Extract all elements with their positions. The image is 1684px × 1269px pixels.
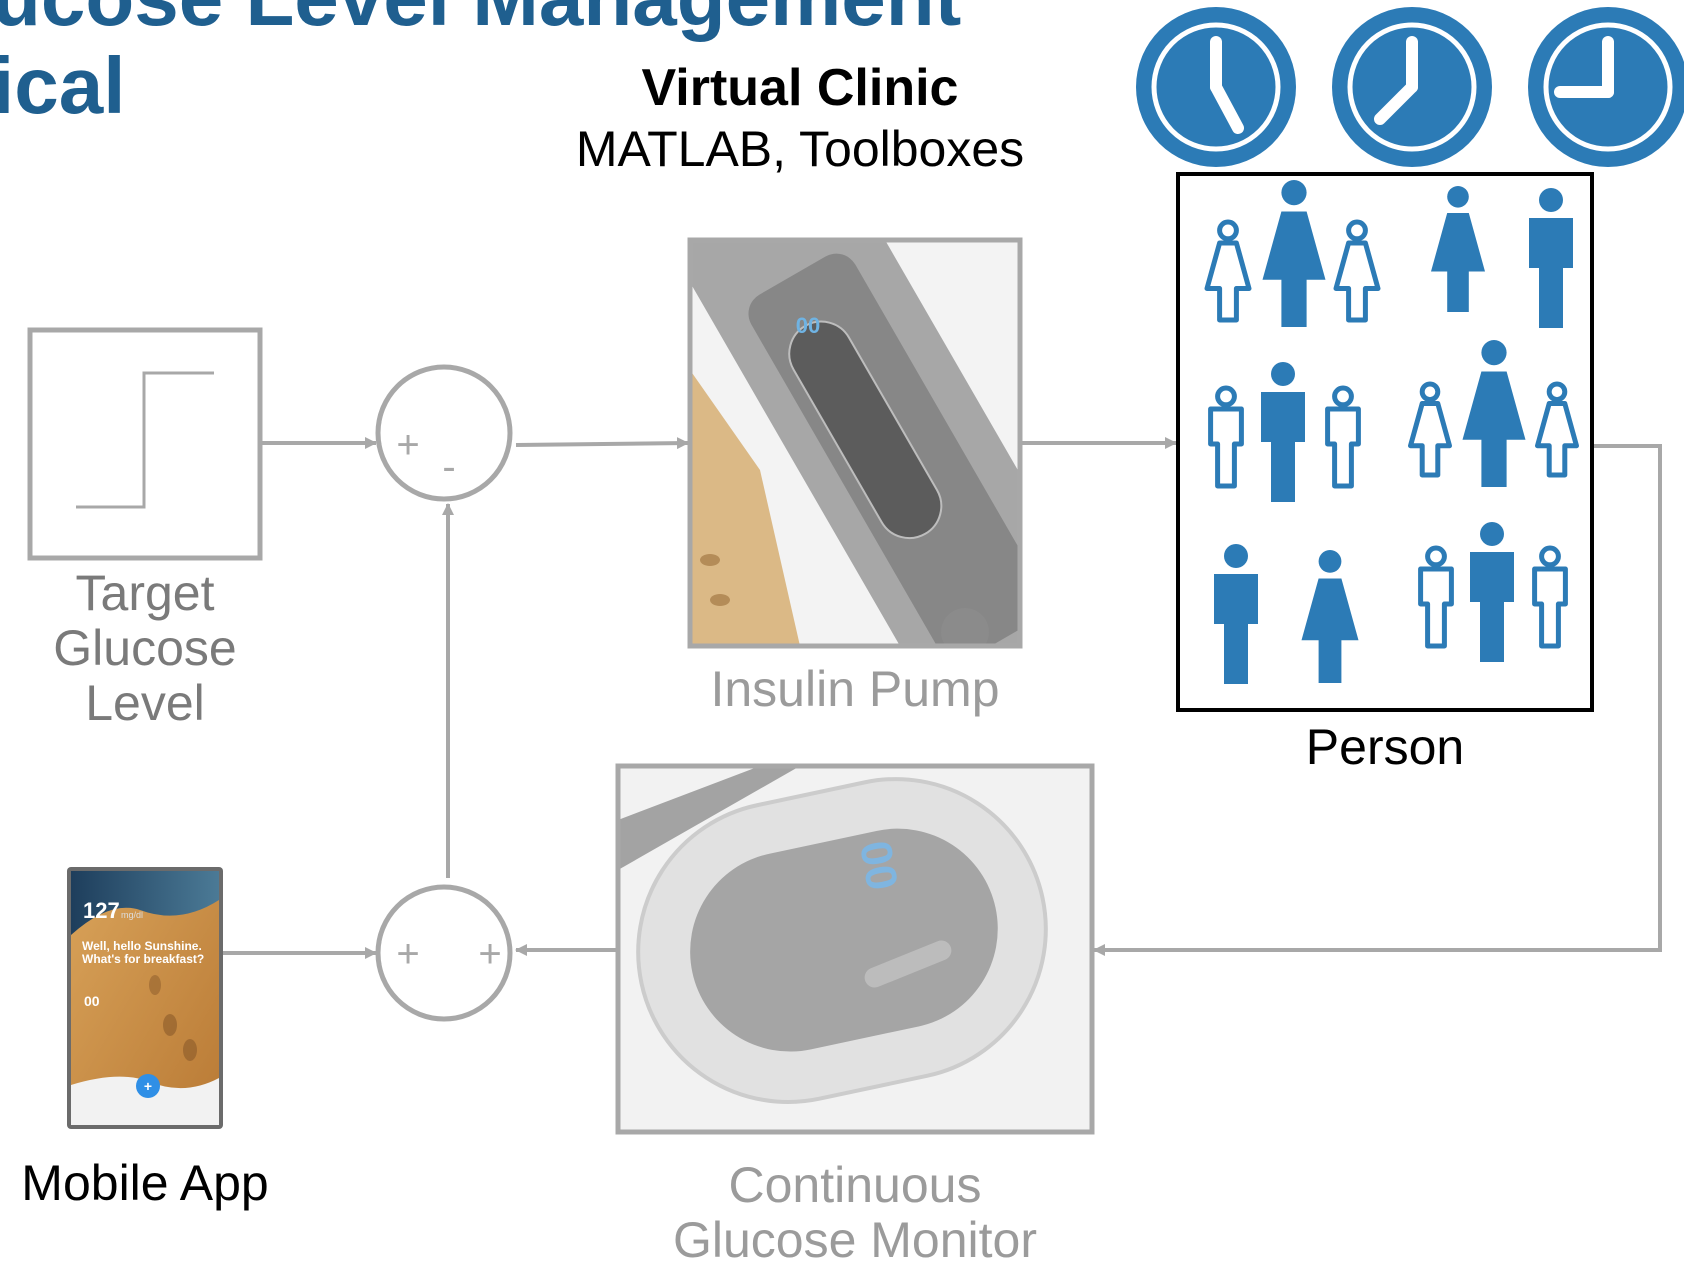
pump-corner-icon: [941, 608, 989, 646]
sum-junction-2-circle: [375, 884, 513, 1022]
cgm-slot-icon: [864, 940, 952, 988]
sum1-to-pump-arrow: [515, 437, 689, 450]
people-icon: [1204, 180, 1579, 684]
add-button-icon[interactable]: [136, 1074, 160, 1098]
male-person-icon: [1214, 544, 1258, 684]
female-person-icon: [1333, 219, 1381, 323]
sum2-right-sign: +: [478, 932, 501, 976]
female-person-icon: [1462, 340, 1526, 487]
female-person-icon: [1301, 550, 1359, 683]
male-person-icon: [1532, 545, 1568, 649]
cgm-label: Continuous Glucose Monitor: [600, 1158, 1110, 1268]
virtual-clinic-heading: Virtual Clinic: [641, 59, 959, 117]
cgm-image-frame: [615, 763, 1095, 1135]
cgm-sensor-icon: [690, 828, 998, 1052]
female-person-icon: [1408, 381, 1452, 478]
sum2-left-sign: +: [396, 932, 419, 976]
pump-image-frame: [687, 237, 1023, 649]
cgm-image: 00: [615, 763, 1095, 1135]
male-person-icon: [1208, 385, 1244, 489]
mobile-app-label: Mobile App: [21, 1155, 269, 1211]
sum1-left-sign: +: [396, 423, 419, 467]
add-button-symbol: +: [144, 1078, 152, 1094]
pump-sand-icon: [690, 370, 800, 646]
step-signal-icon: [76, 371, 214, 509]
target-label-line2: Glucose: [53, 620, 237, 676]
footprint-icon: [710, 594, 730, 606]
mobile-app-phone: 127 mg/dl Well, hello Sunshine. What's f…: [67, 867, 223, 1129]
pump-display-text: 00: [796, 313, 820, 338]
cgm-label-line2: Glucose Monitor: [672, 1212, 1038, 1268]
app-reading-unit: mg/dl: [121, 910, 143, 920]
app-sea-icon: [71, 871, 219, 935]
clock-icon: [1332, 7, 1492, 167]
app-greeting-container: Well, hello Sunshine. What's for breakfa…: [82, 940, 205, 967]
female-person-icon: [1535, 381, 1579, 478]
cgm-dark-strip-icon: [618, 766, 800, 870]
app-greeting-text: Well, hello Sunshine. What's for breakfa…: [82, 940, 205, 967]
footprint-icon: [700, 554, 720, 566]
clock-icon: [1528, 7, 1684, 167]
app-glucose-reading: 127: [83, 898, 120, 923]
person-to-cgm-arrow: [1093, 444, 1662, 956]
cgm-display-text: 00: [850, 837, 907, 894]
female-person-icon: [1262, 180, 1326, 327]
target-label: Target Glucose Level: [30, 566, 260, 731]
sum-junction-2: + +: [375, 884, 513, 1022]
person-label: Person: [1305, 719, 1465, 775]
male-person-icon: [1470, 522, 1514, 662]
sum1-bottom-sign: -: [442, 445, 455, 489]
target-glucose-block: [27, 327, 263, 561]
female-person-icon: [1204, 219, 1252, 323]
slide-title-line2: ical: [0, 41, 126, 130]
insulin-pump-label: Insulin Pump: [710, 661, 1000, 717]
footprint-icon: [163, 1014, 177, 1036]
target-label-line3: Level: [85, 675, 205, 731]
sum-junction-1-circle: [375, 364, 513, 502]
male-person-icon: [1261, 362, 1305, 502]
footprint-icon: [149, 975, 161, 995]
person-block: [1176, 172, 1594, 712]
app-logo-digits: 00: [84, 993, 100, 1009]
app-chart-area: [71, 1076, 219, 1125]
female-person-icon: [1431, 186, 1485, 312]
clock-icon: [1136, 7, 1296, 167]
sum-junction-1: + -: [375, 364, 513, 502]
virtual-clinic-subheading: MATLAB, Toolboxes: [575, 121, 1025, 177]
clocks-row: [1136, 7, 1684, 167]
target-label-line1: Target: [75, 565, 215, 621]
slide-title-line1: ucose Level Management: [0, 0, 961, 38]
cgm-label-line1: Continuous: [728, 1157, 982, 1213]
footprint-icon: [183, 1039, 197, 1061]
connectors: [221, 437, 1662, 959]
pump-button-strip-icon: [788, 320, 943, 540]
male-person-icon: [1418, 545, 1454, 649]
male-person-icon: [1529, 188, 1573, 328]
insulin-pump-image: 00: [687, 237, 1023, 649]
male-person-icon: [1325, 385, 1361, 489]
